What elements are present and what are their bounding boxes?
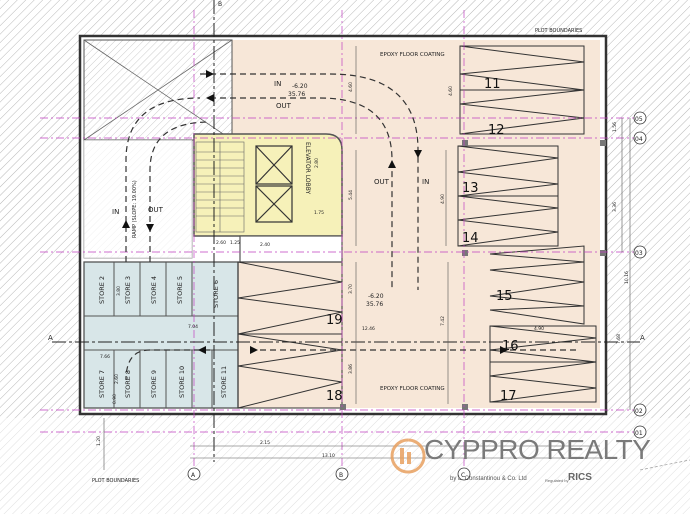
svg-text:2.80: 2.80 [314, 158, 320, 168]
elevator-lobby-label: ELEVATOR LOBBY [304, 142, 311, 195]
svg-text:4.90: 4.90 [534, 326, 544, 332]
grid-label-02: 02 [635, 408, 643, 415]
grid-label-03: 03 [635, 250, 643, 257]
svg-text:1.75: 1.75 [314, 210, 324, 216]
svg-text:10.16: 10.16 [624, 271, 630, 284]
svg-text:2.40: 2.40 [260, 242, 270, 248]
dimension-texts: 4.60 4.60 5.44 4.90 3.70 12.46 7.42 3.86… [96, 82, 630, 459]
grid-label-b: B [339, 472, 343, 479]
level-mid-b: 35.76 [366, 301, 383, 308]
core-lower-wall [239, 235, 343, 263]
svg-text:7.42: 7.42 [440, 316, 446, 326]
traffic-flow-paths [125, 73, 580, 381]
bay-17: 17 [500, 389, 517, 404]
flow-in-top: IN [274, 80, 281, 88]
svg-text:7.66: 7.66 [100, 354, 110, 360]
stair-elevator-core [193, 133, 343, 237]
bay-15: 15 [496, 289, 513, 304]
store-2-label: STORE 2 [98, 276, 106, 304]
watermark: CYPPRO REALTY by L. Constantinou & Co. L… [380, 432, 680, 488]
store-3-label: STORE 3 [124, 276, 132, 304]
flow-out-top: OUT [276, 102, 292, 110]
svg-text:1.56: 1.56 [612, 122, 618, 132]
level-mid: -6.20 [368, 293, 384, 300]
store-6-label: STORE 6 [212, 280, 220, 308]
flow-out-mid: OUT [374, 178, 390, 186]
grid-label-top-b: B [218, 1, 222, 8]
dimension-lines [103, 46, 631, 470]
flow-in-ramp: IN [112, 208, 119, 216]
watermark-brand: CYPPRO REALTY [424, 434, 651, 465]
parking-bays-right [457, 45, 597, 403]
svg-text:7.04: 7.04 [188, 324, 198, 330]
watermark-rics: RICS [568, 472, 592, 483]
svg-text:3.70: 3.70 [348, 284, 354, 294]
bay-18: 18 [326, 389, 343, 404]
svg-text:4.60: 4.60 [348, 82, 354, 92]
svg-text:12.46: 12.46 [362, 326, 375, 332]
section-marker-left: A [48, 334, 53, 342]
store-8-label: STORE 8 [124, 370, 132, 398]
bay-12: 12 [488, 123, 505, 138]
svg-text:5.44: 5.44 [348, 190, 354, 200]
grid-label-04: 04 [635, 136, 643, 143]
level-top: -6.20 [292, 83, 308, 90]
grid-label-a: A [191, 472, 196, 479]
store-partitions [84, 262, 238, 408]
store-10-label: STORE 10 [178, 366, 186, 398]
flow-out-ramp: OUT [148, 206, 164, 214]
svg-text:2.60: 2.60 [216, 240, 226, 246]
svg-text:0.90: 0.90 [112, 394, 118, 404]
svg-text:3.80: 3.80 [116, 286, 122, 296]
cyppro-logo-icon [390, 438, 426, 474]
store-7-label: STORE 7 [98, 370, 106, 398]
bay-11: 11 [484, 77, 501, 92]
watermark-subtitle: by L. Constantinou & Co. Ltd [450, 476, 527, 482]
bay-14: 14 [462, 231, 479, 246]
flow-arrows [122, 70, 508, 354]
section-marker-right: A [640, 334, 645, 342]
stairs [195, 141, 245, 233]
svg-text:2.60: 2.60 [114, 374, 120, 384]
watermark-regulated: Regulated by [545, 478, 569, 483]
svg-text:1.25: 1.25 [230, 240, 240, 246]
bay-16: 16 [502, 339, 519, 354]
elevator-shafts [255, 145, 293, 223]
plot-boundaries-top: PLOT BOUNDARIES [535, 28, 582, 34]
bay-19: 19 [326, 313, 343, 328]
bay-13: 13 [462, 181, 479, 196]
level-top-b: 35.76 [288, 91, 305, 98]
grid-label-c: C [461, 472, 465, 479]
store-11-label: STORE 11 [220, 366, 228, 398]
grid-label-05: 05 [635, 116, 643, 123]
svg-text:3.36: 3.36 [612, 202, 618, 212]
svg-text:7.68: 7.68 [616, 334, 622, 344]
store-5-label: STORE 5 [176, 276, 184, 304]
grid-bubbles [187, 111, 647, 481]
flow-in-mid: IN [422, 178, 429, 186]
svg-text:13.10: 13.10 [322, 453, 335, 459]
store-4-label: STORE 4 [150, 276, 158, 304]
svg-text:4.60: 4.60 [448, 86, 454, 96]
plot-boundaries-bottom: PLOT BOUNDARIES [92, 478, 139, 484]
store-9-label: STORE 9 [150, 370, 158, 398]
ramp-slope-label: RAMP (SLOPE: 19.00%) [132, 180, 138, 238]
epoxy-label-bottom: EPOXY FLOOR COATING [380, 386, 445, 392]
svg-text:3.86: 3.86 [348, 364, 354, 374]
grid-label-01: 01 [635, 430, 643, 437]
svg-text:2.15: 2.15 [260, 440, 270, 446]
epoxy-label-top: EPOXY FLOOR COATING [380, 52, 445, 58]
svg-text:1.20: 1.20 [96, 436, 102, 446]
grid-lines [40, 10, 640, 470]
svg-text:4.90: 4.90 [440, 194, 446, 204]
structural-columns [340, 140, 606, 410]
